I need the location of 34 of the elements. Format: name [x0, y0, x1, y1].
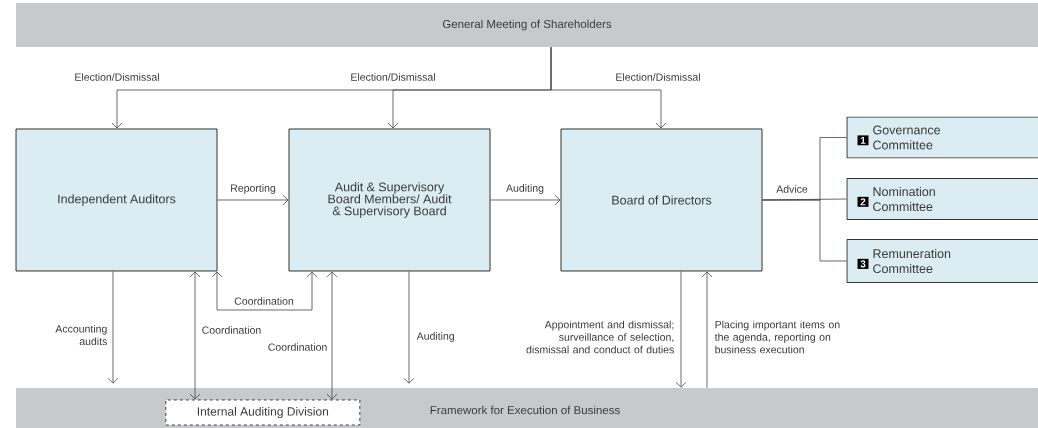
- edge-label: Advice: [774, 183, 810, 195]
- edge-label: Auditing: [504, 182, 546, 196]
- edge-label: Placing important items on the agenda, reporting on business execution: [713, 319, 845, 355]
- arrow: [490, 194, 561, 206]
- edge-label: Election/Dismissal: [72, 71, 162, 83]
- edge-label: Coordination: [232, 295, 296, 307]
- edge-label: Reporting: [228, 182, 278, 196]
- number-badge: 2: [857, 196, 869, 207]
- edge-label: Election/Dismissal: [348, 71, 438, 83]
- committee-box: 2 Nomination Committee: [846, 178, 1038, 220]
- process-box: Audit & Supervisory Board Members/ Audit & Supervisory Board: [288, 128, 491, 272]
- arrow: [675, 271, 687, 388]
- process-box: Board of Directors: [560, 128, 763, 272]
- band-box: General Meeting of Shareholders: [16, 3, 1038, 47]
- committee-box: 1 Governance Committee: [846, 116, 1038, 159]
- edge-label: Appointment and dismissal; surveillance of selection, dismissal and conduct of duties: [514, 319, 676, 355]
- edge-label: Auditing: [415, 330, 457, 344]
- arrow: [326, 271, 338, 400]
- arrow: [107, 271, 119, 384]
- edge-label: Coordination: [266, 341, 329, 353]
- dashed-box: Internal Auditing Division: [165, 399, 361, 426]
- number-badge: 1: [857, 135, 869, 146]
- number-badge: 3: [857, 258, 869, 269]
- arrow: [701, 271, 713, 389]
- edge-label: Election/Dismissal: [613, 71, 703, 83]
- arrow: [189, 271, 201, 400]
- committee-box: 3 Remuneration Committee: [846, 239, 1038, 283]
- edge-label: Coordination: [200, 324, 263, 336]
- edge-label: Accounting audits: [45, 323, 109, 347]
- arrow: [403, 271, 415, 384]
- process-box: Independent Auditors: [15, 128, 218, 272]
- arrow: [211, 271, 318, 311]
- arrow: [217, 194, 289, 206]
- arrow: [550, 46, 667, 129]
